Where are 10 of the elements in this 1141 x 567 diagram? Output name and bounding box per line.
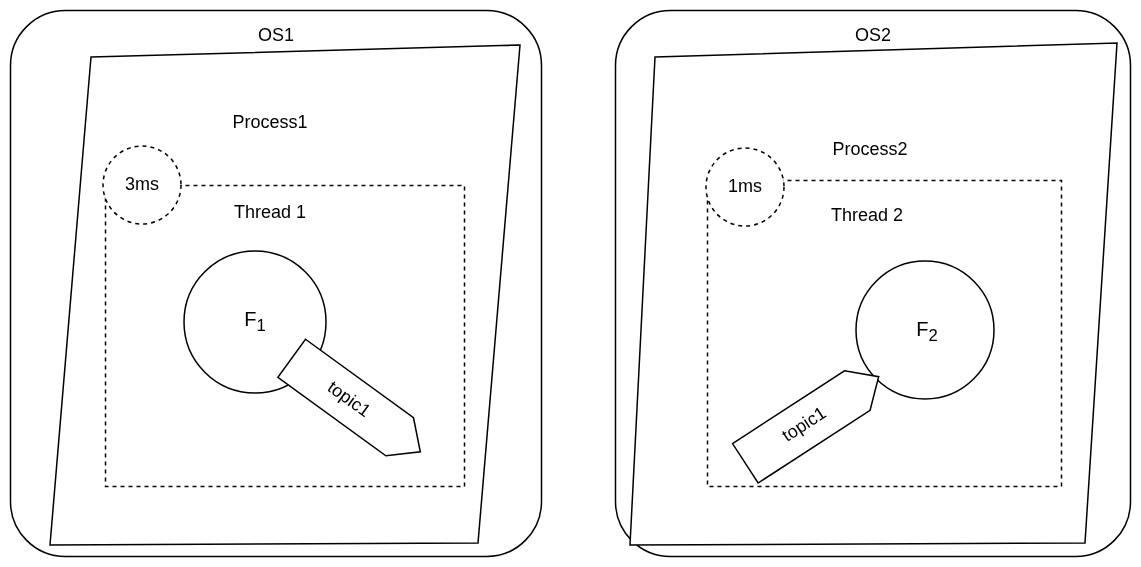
group-label: Process1 (232, 113, 308, 133)
group-label: Thread 2 (831, 206, 903, 226)
group-label: Process2 (832, 140, 908, 160)
period-label: 3ms (125, 175, 159, 195)
group-label: Thread 1 (234, 203, 306, 223)
period-label: 1ms (728, 177, 762, 197)
group-label: OS2 (855, 26, 891, 46)
function-label: F$_{2}$ (916, 318, 938, 346)
group-label: OS1 (258, 26, 294, 46)
function-label: F$_{1}$ (244, 308, 266, 336)
